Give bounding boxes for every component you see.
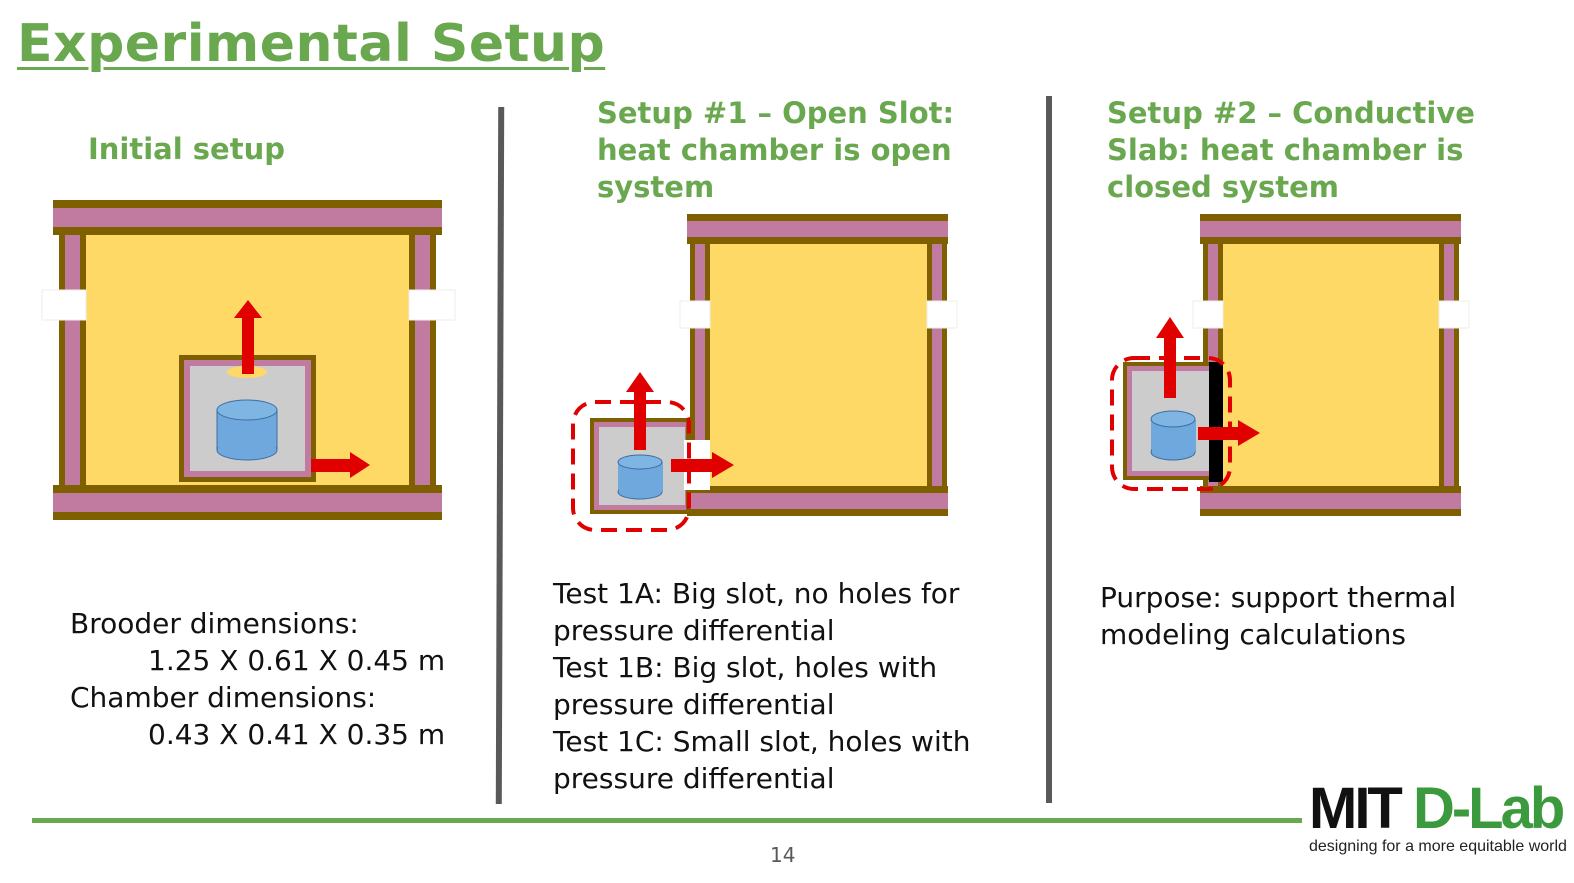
initial-setup-dimensions: Brooder dimensions: 1.25 X 0.61 X 0.45 m… <box>70 605 445 753</box>
setup2-purpose: Purpose: support thermal modeling calcul… <box>1100 579 1456 653</box>
text-line: modeling calculations <box>1100 618 1407 651</box>
logo-dlab: D-Lab <box>1412 776 1565 841</box>
footer-rule <box>32 818 1302 823</box>
water-container <box>1150 410 1196 428</box>
right-wall-insulation <box>415 235 430 485</box>
heat-arrow-right <box>1198 427 1240 440</box>
text-line: pressure differential <box>553 614 835 647</box>
heading-line: closed system <box>1107 170 1340 204</box>
text-line: Test 1A: Big slot, no holes for <box>553 577 960 610</box>
mit-dlab-logo: MIT D-Lab designing for a more equitable… <box>1309 780 1567 860</box>
heading-line: Setup #1 – Open Slot: <box>597 96 955 130</box>
logo-mit: MIT <box>1309 776 1403 841</box>
setup1-tests: Test 1A: Big slot, no holes for pressure… <box>553 575 970 797</box>
text-line: Chamber dimensions: <box>70 681 377 714</box>
initial-setup-diagram <box>41 200 456 520</box>
logo-wordmark: MIT D-Lab <box>1309 780 1565 838</box>
text-line: 0.43 X 0.41 X 0.35 m <box>148 718 446 751</box>
brooder-interior <box>708 244 929 490</box>
left-vent <box>679 300 711 329</box>
text-line: 1.25 X 0.61 X 0.45 m <box>148 644 446 677</box>
brooder-interior <box>1221 244 1440 490</box>
right-vent <box>408 289 456 321</box>
conductive-slab <box>1209 362 1223 482</box>
heading-line: Slab: heat chamber is <box>1107 133 1464 167</box>
heading-line: system <box>597 170 715 204</box>
text-line: Test 1B: Big slot, holes with <box>553 651 938 684</box>
heat-arrow-up <box>1164 336 1176 398</box>
highlight-outline <box>571 400 691 532</box>
top-insulation <box>53 208 442 227</box>
slide-title: Experimental Setup <box>17 14 606 74</box>
setup1-heading: Setup #1 – Open Slot: heat chamber is op… <box>597 95 954 206</box>
water-container <box>216 399 278 421</box>
water-container <box>617 454 663 470</box>
page-number: 14 <box>770 843 796 867</box>
heading-line: heat chamber is open <box>597 133 952 167</box>
heat-arrow-up <box>242 316 254 374</box>
heat-arrow-up <box>634 390 646 450</box>
setup1-diagram <box>571 214 958 532</box>
setup2-heading: Setup #2 – Conductive Slab: heat chamber… <box>1107 95 1475 206</box>
heading-line: Initial setup <box>88 132 285 166</box>
left-wall-insulation <box>65 235 80 485</box>
right-vent <box>926 300 958 329</box>
heat-arrow-right <box>671 459 715 472</box>
left-vent <box>1192 300 1224 329</box>
text-line: pressure differential <box>553 762 835 795</box>
left-vent <box>41 289 87 321</box>
text-line: Test 1C: Small slot, holes with <box>553 725 971 758</box>
right-vent <box>1438 300 1470 329</box>
text-line: Brooder dimensions: <box>70 607 359 640</box>
column-divider-2 <box>1046 96 1052 803</box>
text-line: Purpose: support thermal <box>1100 581 1457 614</box>
text-line: pressure differential <box>553 688 835 721</box>
setup2-diagram <box>1110 214 1470 516</box>
bottom-insulation <box>53 493 442 512</box>
heading-line: Setup #2 – Conductive <box>1107 96 1475 130</box>
logo-tagline: designing for a more equitable world <box>1309 838 1567 855</box>
initial-setup-heading: Initial setup <box>88 131 285 168</box>
heat-arrow-right <box>311 459 353 472</box>
